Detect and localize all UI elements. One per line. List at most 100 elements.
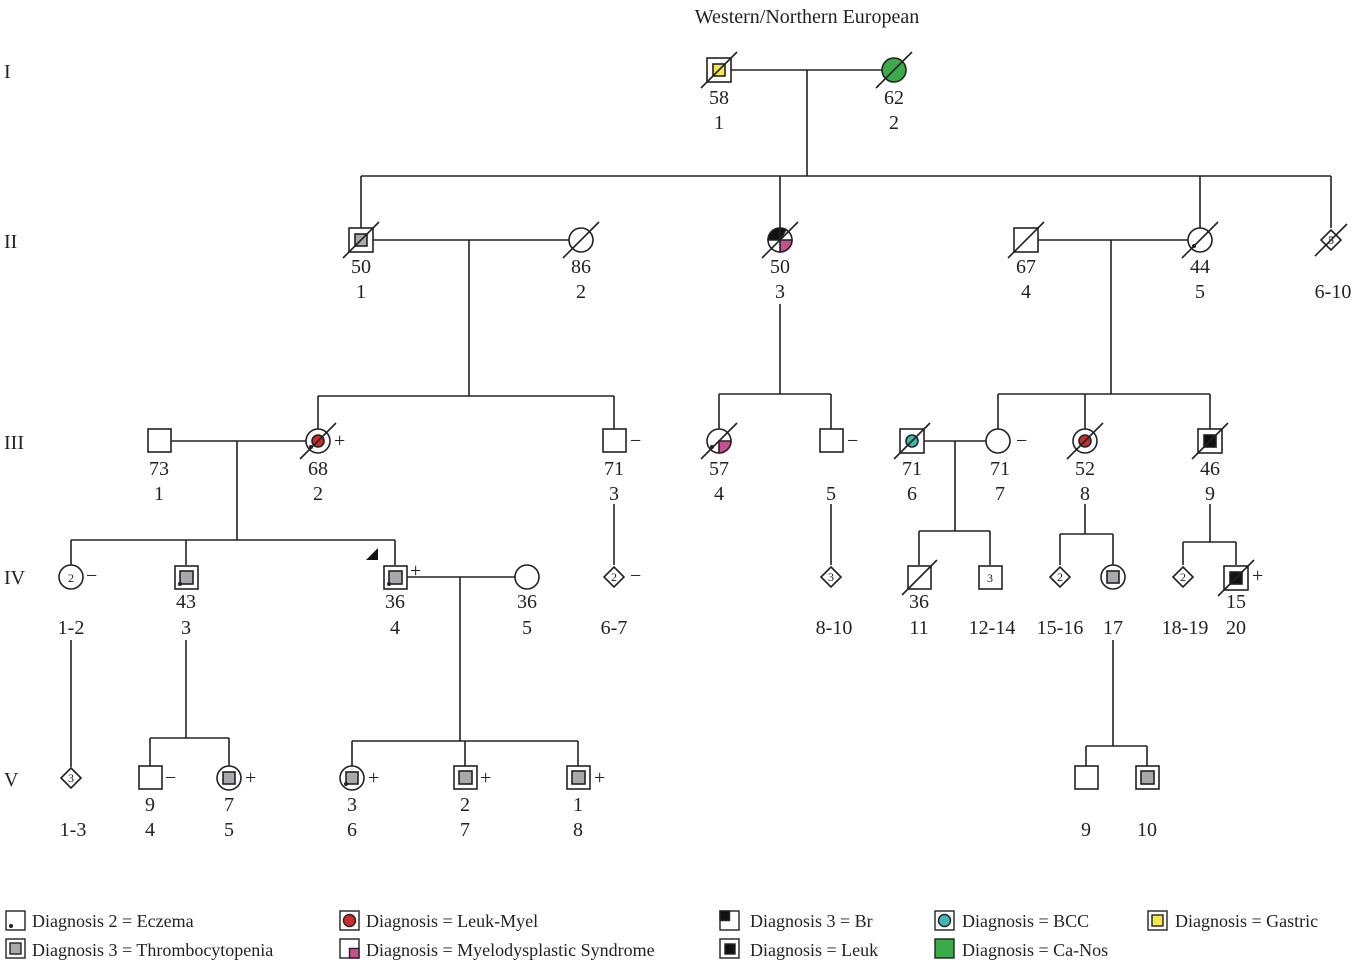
individual-IV-3 [174, 565, 199, 590]
pedigree-symbols: 5 [58, 51, 1348, 791]
individual-V-10 [1135, 765, 1160, 790]
age-label: 50 [770, 256, 790, 278]
generation-label-3: III [4, 432, 24, 454]
age-label: 58 [709, 87, 729, 109]
svg-text:Diagnosis = Ca-Nos: Diagnosis = Ca-Nos [962, 940, 1108, 960]
svg-text:Diagnosis 3 = Thrombocytopenia: Diagnosis 3 = Thrombocytopenia [32, 940, 273, 960]
svg-text:Diagnosis = Leuk: Diagnosis = Leuk [750, 940, 878, 960]
id-label: 15-16 [1037, 617, 1084, 639]
individual-IV-20 [1217, 559, 1255, 597]
id-label: 6 [907, 483, 917, 505]
age-label: 43 [176, 591, 196, 613]
age-label: 67 [1016, 256, 1036, 278]
id-label: 1-2 [58, 617, 85, 639]
svg-text:2: 2 [1057, 570, 1063, 584]
svg-text:2: 2 [68, 571, 74, 585]
svg-text:Diagnosis = Myelodysplastic Sy: Diagnosis = Myelodysplastic Syndrome [366, 940, 655, 960]
individual-V-6 [339, 765, 365, 791]
legend-item-mds: Diagnosis = Myelodysplastic Syndrome [339, 938, 655, 960]
svg-text:Diagnosis 3 = Br: Diagnosis 3 = Br [750, 911, 873, 931]
age-label: 73 [149, 458, 169, 480]
svg-text:Diagnosis 2 = Eczema: Diagnosis 2 = Eczema [32, 911, 194, 931]
id-label: 2 [313, 483, 323, 505]
id-label: 6 [347, 819, 357, 841]
legend-item-br: Diagnosis 3 = Br [719, 910, 873, 931]
age-label: 57 [709, 458, 729, 480]
individual-I-1 [700, 51, 738, 89]
age-label: 9 [145, 794, 155, 816]
individual-III-7 [985, 428, 1011, 454]
individual-III-8 [1066, 422, 1104, 460]
id-label: 6-7 [601, 617, 628, 639]
id-label: 4 [1021, 281, 1031, 303]
test-sign: − [165, 767, 176, 789]
individual-II-4 [1007, 221, 1045, 259]
legend-item-ca-nos: Diagnosis = Ca-Nos [934, 938, 1108, 960]
individual-IV-8-10: 3 [819, 565, 843, 589]
individual-II-2 [562, 221, 600, 259]
legend-item-gastric: Diagnosis = Gastric [1147, 910, 1318, 931]
id-label: 5 [224, 819, 234, 841]
individual-V-5 [216, 765, 242, 791]
individual-IV-15-16: 2 [1048, 565, 1072, 589]
legend-item-bcc: Diagnosis = BCC [934, 910, 1089, 931]
id-label: 4 [390, 617, 400, 639]
generation-label-4: IV [4, 567, 26, 589]
svg-text:2: 2 [611, 570, 617, 584]
legend-item-eczema: Diagnosis 2 = Eczema [5, 910, 194, 931]
id-label: 1-3 [60, 819, 87, 841]
legend-item-leuk: Diagnosis = Leuk [719, 938, 878, 960]
id-label: 18-19 [1162, 617, 1209, 639]
age-label: 1 [573, 794, 583, 816]
individual-II-6-10: 5 [1314, 223, 1348, 257]
pedigree-lines [70, 69, 1332, 767]
id-label: 3 [181, 617, 191, 639]
test-sign: + [410, 560, 421, 582]
age-label: 71 [990, 458, 1010, 480]
age-label: 71 [604, 458, 624, 480]
test-sign: − [630, 430, 641, 452]
test-sign: + [334, 430, 345, 452]
individual-IV-5 [514, 564, 540, 590]
test-sign: − [630, 565, 641, 587]
id-label: 3 [609, 483, 619, 505]
svg-text:2: 2 [1180, 570, 1186, 584]
id-label: 7 [460, 819, 470, 841]
test-sign: − [1016, 430, 1027, 452]
age-label: 36 [385, 591, 405, 613]
individual-IV-11 [901, 559, 938, 596]
individual-III-3 [602, 428, 627, 453]
individual-IV-4 [366, 548, 408, 590]
generation-label-2: II [4, 231, 17, 253]
test-sign: + [594, 767, 605, 789]
individual-III-9 [1191, 422, 1229, 460]
legend: Diagnosis 2 = Eczema Diagnosis 3 = Throm… [5, 910, 1318, 960]
id-label: 12-14 [969, 617, 1016, 639]
test-sign: + [1252, 565, 1263, 587]
id-label: 5 [826, 483, 836, 505]
id-label: 2 [889, 112, 899, 134]
age-label: 36 [909, 591, 929, 613]
svg-text:3: 3 [987, 571, 993, 585]
id-label: 8 [573, 819, 583, 841]
test-sign: − [86, 565, 97, 587]
individual-III-2 [299, 422, 337, 460]
id-label: 4 [145, 819, 155, 841]
legend-item-thrombocytopenia: Diagnosis 3 = Thrombocytopenia [5, 938, 273, 960]
legend-item-leuk-myel: Diagnosis = Leuk-Myel [339, 910, 538, 931]
proband-arrow-icon [366, 548, 378, 560]
age-label: 62 [884, 87, 904, 109]
age-label: 15 [1226, 591, 1246, 613]
individual-I-2 [875, 51, 913, 89]
id-label: 6-10 [1315, 281, 1352, 303]
id-label: 4 [714, 483, 724, 505]
test-sign: − [847, 430, 858, 452]
age-label: 2 [460, 794, 470, 816]
id-label: 9 [1081, 819, 1091, 841]
svg-text:Diagnosis = BCC: Diagnosis = BCC [962, 911, 1089, 931]
id-label: 1 [714, 112, 724, 134]
id-label: 8 [1080, 483, 1090, 505]
id-label: 2 [576, 281, 586, 303]
id-label: 11 [909, 617, 928, 639]
